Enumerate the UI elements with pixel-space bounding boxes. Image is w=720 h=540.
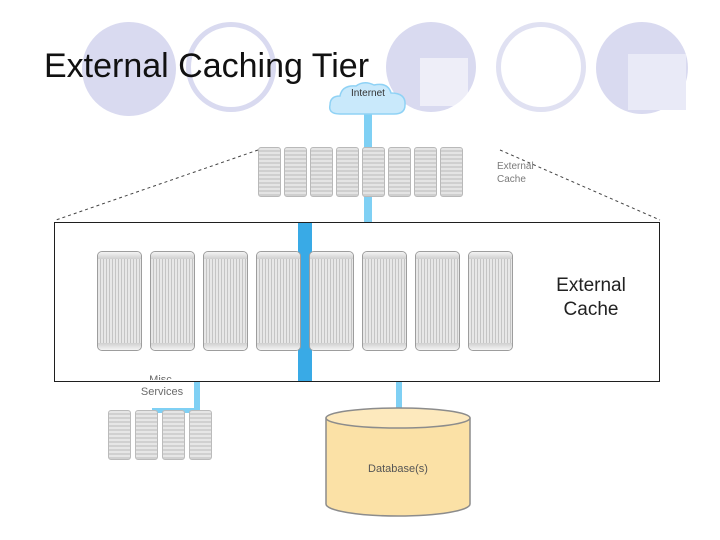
slide-title: External Caching Tier (44, 47, 370, 85)
external-cache-small-label: External Cache (497, 160, 534, 186)
decor-square (420, 58, 468, 106)
label-line: External (497, 161, 534, 172)
server-icon (258, 147, 281, 197)
database-label: Database(s) (368, 463, 428, 475)
external-cache-zoom-box: External Cache (54, 222, 660, 382)
database-cylinder-icon (325, 407, 471, 517)
decor-square (628, 54, 686, 110)
server-icon (310, 147, 333, 197)
server-icon (388, 147, 411, 197)
server-icon (97, 251, 142, 351)
server-icon (440, 147, 463, 197)
server-icon (415, 251, 460, 351)
decor-ring (186, 22, 276, 112)
server-icon (189, 410, 212, 460)
server-icon (150, 251, 195, 351)
misc-link-line (194, 380, 200, 412)
label-line: Cache (563, 299, 619, 320)
internet-label: Internet (351, 88, 385, 99)
zoom-cache-servers (97, 251, 513, 351)
server-icon (135, 410, 158, 460)
label-line: External (556, 275, 626, 296)
decor-circle (82, 22, 176, 116)
server-icon (203, 251, 248, 351)
server-icon (336, 147, 359, 197)
top-cache-servers (258, 147, 463, 197)
label-line: Services (140, 386, 184, 398)
server-icon (309, 251, 354, 351)
server-icon (284, 147, 307, 197)
label-line: Cache (497, 174, 526, 185)
external-cache-big-label: External Cache (533, 274, 649, 322)
server-icon (162, 410, 185, 460)
database-link-line (396, 380, 402, 410)
misc-servers (108, 410, 212, 460)
server-icon (256, 251, 301, 351)
label-line: Misc. (149, 374, 175, 380)
server-icon (362, 147, 385, 197)
server-icon (414, 147, 437, 197)
server-icon (468, 251, 513, 351)
internet-cloud-icon (328, 82, 406, 115)
server-icon (108, 410, 131, 460)
zoom-link-line (298, 223, 312, 381)
decor-ring (496, 22, 586, 112)
server-icon (362, 251, 407, 351)
misc-services-label: Misc. Services (134, 374, 190, 399)
